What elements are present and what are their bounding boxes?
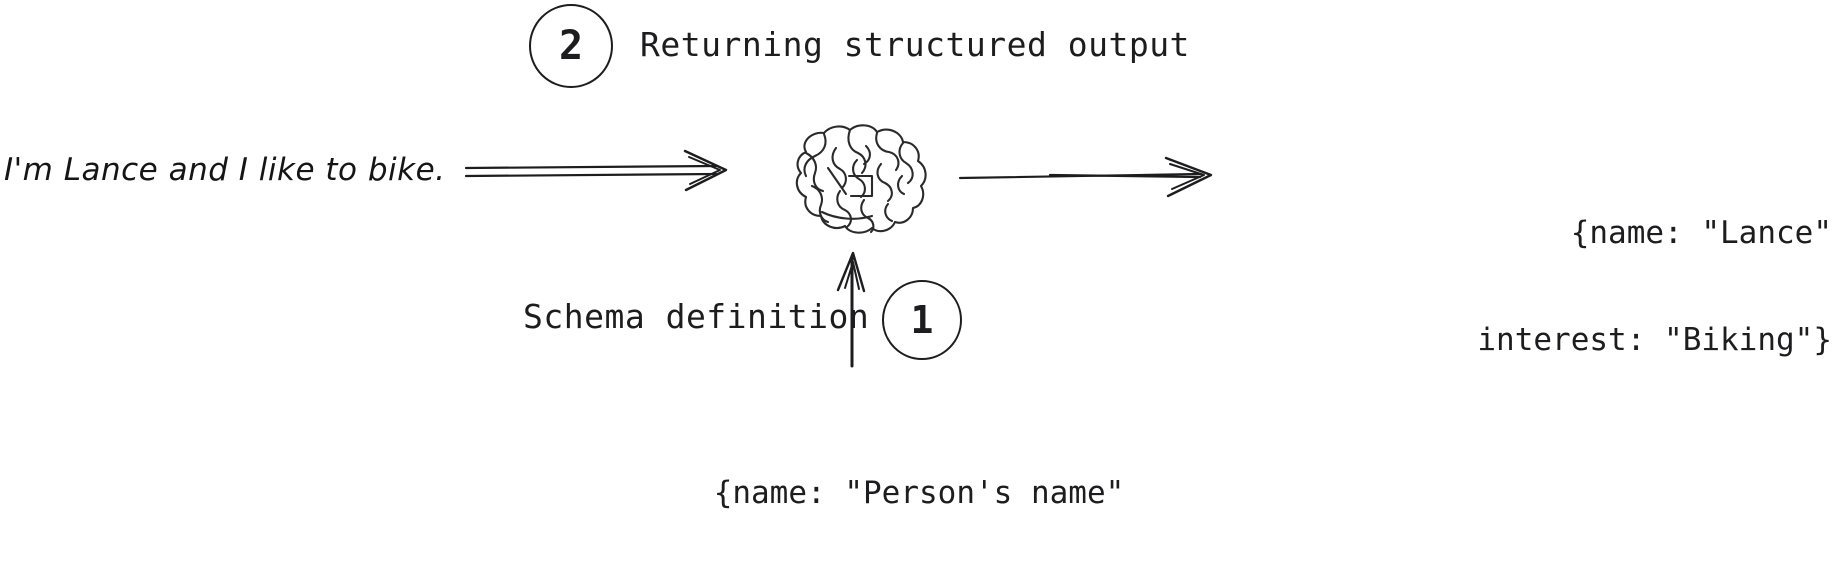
arrow-input-to-model-icon: [464, 149, 728, 192]
step-2-label: Returning structured output: [640, 25, 1190, 64]
schema-json-line-1: {name: "Person's name": [713, 475, 1125, 512]
schema-definition-json: {name: "Person's name" interest: "Person…: [0, 405, 1838, 566]
output-json-line-2: interest: "Biking"}: [1477, 322, 1832, 359]
step-badge-1-number: 1: [910, 298, 934, 342]
step-badge-2: 2: [529, 4, 613, 88]
output-json-line-1: {name: "Lance": [1570, 215, 1832, 252]
arrow-model-to-output-icon: [958, 156, 1213, 198]
schema-definition-label: Schema definition: [523, 297, 870, 336]
step-badge-1: 1: [882, 280, 962, 360]
structured-output-json: {name: "Lance" interest: "Biking"}: [1477, 145, 1832, 430]
input-phrase-text: I'm Lance and I like to bike.: [4, 152, 446, 188]
brain-icon: [795, 124, 927, 234]
step-badge-2-number: 2: [558, 23, 584, 69]
